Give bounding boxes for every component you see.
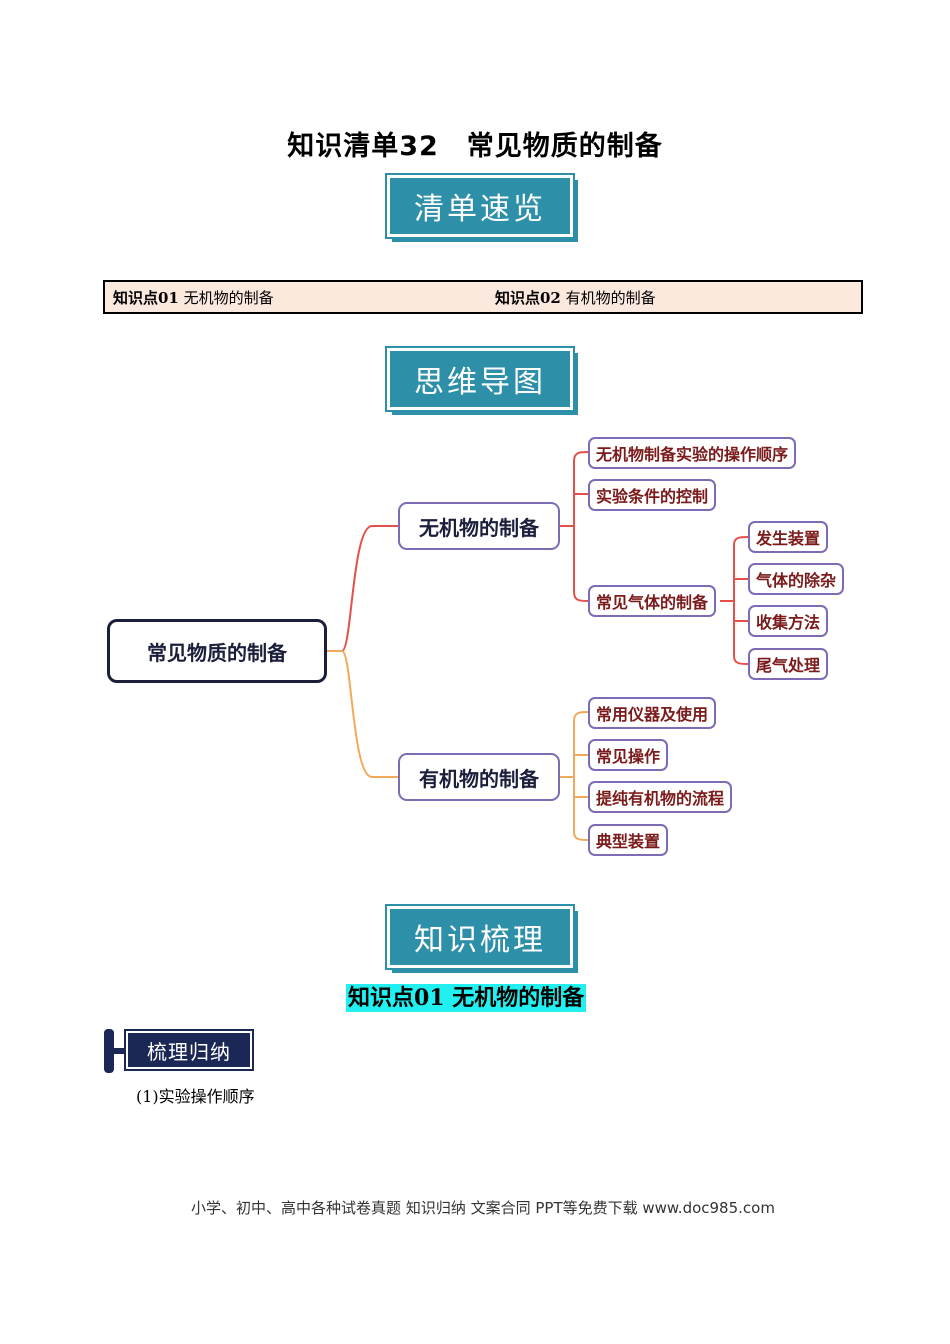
mindmap-node-typical-device: 典型装置 bbox=[588, 824, 669, 856]
footer-text[interactable]: 小学、初中、高中各种试卷真题 知识归纳 文案合同 PPT等免费下载 www.do… bbox=[191, 1199, 775, 1217]
mindmap-node-gas-purify: 气体的除杂 bbox=[748, 563, 845, 595]
mindmap-branch-inorganic: 无机物的制备 bbox=[398, 502, 560, 550]
mindmap-node-generator: 发生装置 bbox=[748, 521, 829, 553]
mindmap-root: 常见物质的制备 bbox=[107, 619, 327, 683]
tag-bar-shape bbox=[104, 1029, 114, 1073]
mindmap-connectors bbox=[327, 451, 749, 841]
banner-review: 知识梳理 bbox=[385, 904, 575, 970]
summary-tag: 梳理归纳 bbox=[104, 1029, 254, 1073]
mindmap-branch-organic: 有机物的制备 bbox=[398, 753, 560, 801]
mindmap-node-instruments: 常用仪器及使用 bbox=[588, 697, 717, 729]
mindmap-node-operations: 常见操作 bbox=[588, 739, 669, 771]
toc-item-1[interactable]: 知识点01 无机物的制备 bbox=[113, 287, 274, 308]
section-heading: 知识点01 无机物的制备 bbox=[346, 984, 587, 1012]
banner-mindmap: 思维导图 bbox=[385, 346, 575, 412]
mindmap-node-condition-control: 实验条件的控制 bbox=[588, 479, 717, 511]
connector-gas-children bbox=[720, 536, 749, 665]
banner-overview: 清单速览 bbox=[385, 173, 575, 239]
toc-item-2[interactable]: 知识点02 有机物的制备 bbox=[495, 287, 656, 308]
mindmap-node-purify-flow: 提纯有机物的流程 bbox=[588, 781, 733, 813]
toc-item-2-prefix: 知识点02 bbox=[495, 289, 561, 307]
connector-organic-children bbox=[560, 711, 589, 841]
toc-table: 知识点01 无机物的制备 知识点02 有机物的制备 bbox=[103, 280, 863, 314]
toc-item-2-text: 有机物的制备 bbox=[565, 289, 656, 307]
connector-root-organic bbox=[327, 650, 398, 778]
connector-root-inorganic bbox=[327, 525, 398, 652]
mindmap-node-collection: 收集方法 bbox=[748, 605, 829, 637]
mindmap-node-operation-order: 无机物制备实验的操作顺序 bbox=[588, 437, 797, 469]
page-title: 知识清单32 常见物质的制备 bbox=[287, 131, 663, 162]
tag-link-shape bbox=[112, 1048, 128, 1054]
toc-item-1-text: 无机物的制备 bbox=[183, 289, 274, 307]
step-item: (1)实验操作顺序 bbox=[136, 1087, 255, 1106]
toc-item-1-prefix: 知识点01 bbox=[113, 289, 179, 307]
connector-inorganic-children bbox=[560, 451, 589, 602]
tag-label: 梳理归纳 bbox=[124, 1029, 254, 1071]
mindmap-node-tail-gas: 尾气处理 bbox=[748, 648, 829, 680]
mindmap-node-gas-prep: 常见气体的制备 bbox=[588, 585, 717, 617]
